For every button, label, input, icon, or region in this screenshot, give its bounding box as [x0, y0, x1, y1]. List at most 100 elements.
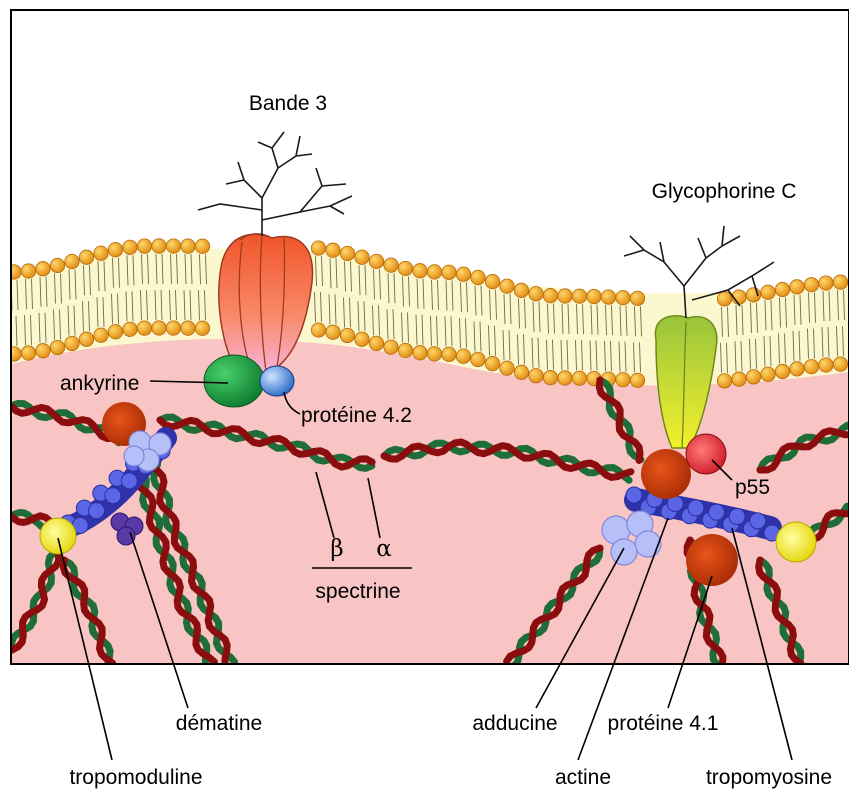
lipid-head — [137, 239, 151, 253]
lipid-head — [761, 285, 775, 299]
lipid-head — [804, 277, 818, 291]
alpha-label: α — [376, 536, 392, 562]
tropomyosine-label: tropomyosine — [706, 766, 832, 789]
lipid-head — [804, 359, 818, 373]
lipid-head — [398, 261, 412, 275]
lipid-head — [616, 372, 630, 386]
lipid-head — [340, 246, 354, 260]
lipid-head — [587, 289, 601, 303]
lipid-head — [355, 250, 369, 264]
lipid-head — [108, 243, 122, 257]
lipid-head — [471, 270, 485, 284]
lipid-head — [529, 287, 543, 301]
lipid-head — [413, 264, 427, 278]
lipid-head — [195, 239, 209, 253]
lipid-head — [65, 336, 79, 350]
lipid-head — [108, 325, 122, 339]
lipid-head — [500, 279, 514, 293]
lipid-head — [398, 343, 412, 357]
lipid-head — [819, 276, 833, 290]
lipid-head — [21, 264, 35, 278]
lipid-head — [166, 321, 180, 335]
lipid-head — [819, 358, 833, 372]
tropomoduline-right — [776, 522, 816, 562]
actine-monomer — [688, 500, 704, 516]
p55-label: p55 — [735, 476, 770, 499]
lipid-head — [21, 346, 35, 360]
actine-label: actine — [555, 766, 611, 789]
lipid-head — [500, 361, 514, 375]
lipid-head — [790, 362, 804, 376]
lipid-head — [50, 340, 64, 354]
lipid-head — [137, 321, 151, 335]
lipid-head — [195, 321, 209, 335]
actine-monomer — [729, 509, 745, 525]
lipid-head — [601, 290, 615, 304]
lipid-head — [384, 340, 398, 354]
lipid-head — [833, 357, 847, 371]
lipid-head — [761, 367, 775, 381]
lipid-head — [485, 274, 499, 288]
lipid-head — [427, 265, 441, 279]
lipid-head — [717, 292, 731, 306]
lipid-head — [485, 356, 499, 370]
lipid-head — [630, 291, 644, 305]
lipid-head — [732, 372, 746, 386]
lipid-head — [311, 241, 325, 255]
lipid-head — [181, 321, 195, 335]
lipid-head — [79, 250, 93, 264]
proteine-4-2-protein — [260, 366, 294, 396]
lipid-head — [746, 288, 760, 302]
lipid-head — [456, 267, 470, 281]
proteine-4-2-label: protéine 4.2 — [301, 404, 412, 427]
lipid-head — [181, 239, 195, 253]
lipid-head — [543, 288, 557, 302]
spectrine-label: spectrine — [315, 580, 400, 603]
lipid-head — [442, 265, 456, 279]
lipid-head — [558, 289, 572, 303]
lipid-head — [384, 258, 398, 272]
lipid-head — [427, 347, 441, 361]
actine-monomer — [121, 473, 137, 489]
lipid-head — [456, 349, 470, 363]
bande3-label: Bande 3 — [249, 92, 327, 115]
lipid-head — [369, 254, 383, 268]
ankyrine-label: ankyrine — [60, 372, 139, 395]
lipid-head — [833, 275, 847, 289]
actine-monomer — [89, 503, 105, 519]
adducine-label: adducine — [472, 712, 557, 735]
lipid-head — [471, 352, 485, 366]
actine-monomer — [105, 488, 121, 504]
lipid-head — [94, 328, 108, 342]
lipid-head — [790, 280, 804, 294]
glycophorine-c-label: Glycophorine C — [652, 180, 797, 203]
lipid-head — [65, 254, 79, 268]
lipid-head — [123, 240, 137, 254]
tropomoduline-label: tropomoduline — [69, 766, 202, 789]
lipid-head — [543, 370, 557, 384]
proteine-4-1-upper — [641, 449, 691, 499]
actine-monomer — [708, 504, 724, 520]
tropomoduline-left — [40, 518, 76, 554]
lipid-head — [94, 246, 108, 260]
lipid-head — [514, 365, 528, 379]
lipid-head — [152, 239, 166, 253]
lipid-head — [50, 258, 64, 272]
actine-monomer — [626, 487, 642, 503]
ankyrine-protein — [204, 355, 264, 407]
lipid-head — [36, 344, 50, 358]
lipid-head — [7, 265, 21, 279]
lipid-head — [340, 328, 354, 342]
lipid-head — [630, 373, 644, 387]
lipid-head — [442, 347, 456, 361]
lipid-head — [355, 332, 369, 346]
lipid-head — [572, 371, 586, 385]
lipid-head — [123, 322, 137, 336]
dematine-label: dématine — [176, 712, 262, 735]
lipid-head — [326, 325, 340, 339]
beta-label: β — [330, 536, 343, 562]
lipid-head — [413, 346, 427, 360]
lipid-head — [166, 239, 180, 253]
lipid-head — [311, 323, 325, 337]
